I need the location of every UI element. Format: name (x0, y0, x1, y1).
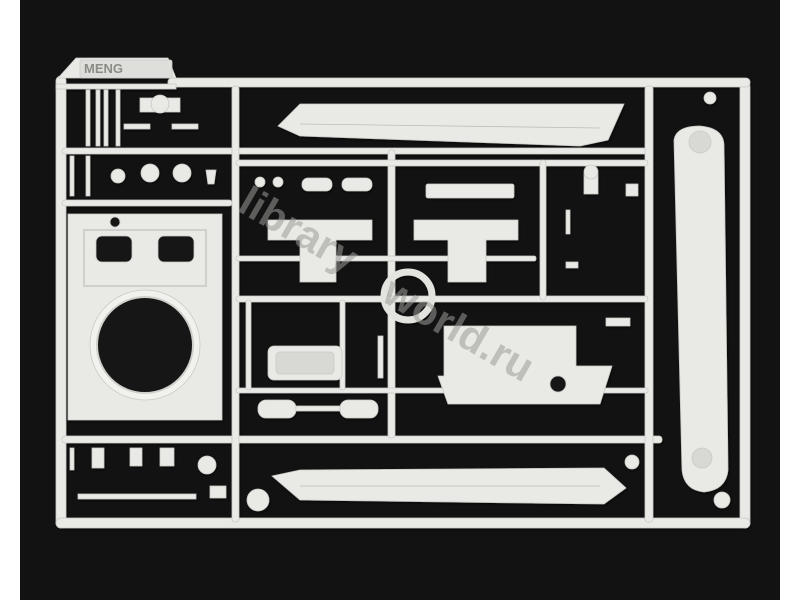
cylinders-top-middle (254, 176, 373, 192)
meng-logo: MENG (84, 61, 123, 76)
ring-part (380, 268, 436, 324)
fender-strip-lower (271, 467, 627, 505)
rectangular-bar-part (425, 183, 515, 199)
sprue-frame (55, 57, 751, 529)
box-part (267, 345, 343, 381)
track-guard-part (673, 125, 729, 493)
turret-plate-part (67, 213, 223, 421)
meng-logo-tab (79, 59, 173, 79)
t-bracket-right (413, 219, 519, 283)
pipe-fittings (257, 335, 384, 419)
small-parts-lower-left (69, 447, 270, 512)
svg-text:library: library (232, 177, 367, 282)
hull-plate-part (437, 325, 613, 405)
t-bracket-left (267, 219, 373, 283)
small-parts-upper-left (69, 89, 217, 197)
fender-strip-upper (277, 103, 625, 147)
small-parts-right-middle (565, 91, 731, 509)
